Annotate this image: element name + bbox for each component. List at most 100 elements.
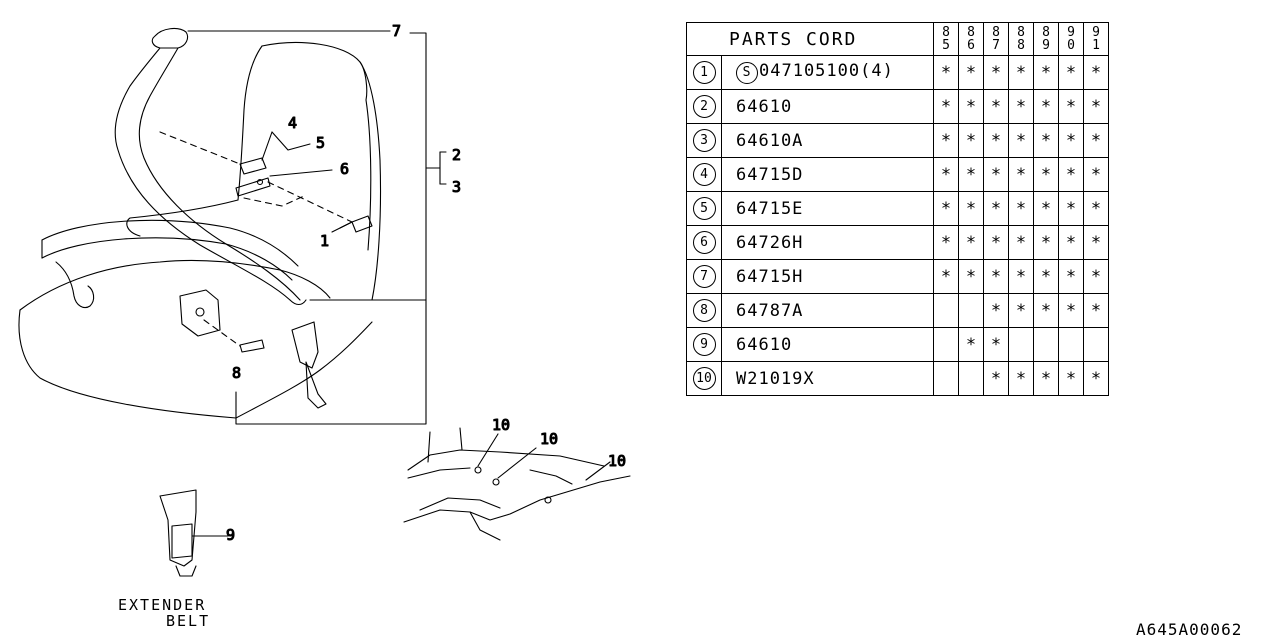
- year-digit: 9: [1067, 25, 1075, 40]
- applicability-mark: *: [1033, 123, 1059, 158]
- applicability-mark: *: [983, 293, 1009, 328]
- applicability-mark: *: [1058, 293, 1084, 328]
- year-digit: 8: [1017, 25, 1025, 40]
- part-number-cell: W21019X: [721, 361, 934, 396]
- applicability-mark: *: [1083, 89, 1109, 124]
- applicability-mark: [933, 293, 959, 328]
- applicability-mark: [1033, 327, 1059, 362]
- applicability-mark: *: [958, 225, 984, 260]
- year-digit: 0: [1067, 38, 1075, 53]
- callout-3: 3: [452, 178, 461, 196]
- part-number: 047105100(4): [759, 61, 894, 81]
- applicability-mark: [933, 361, 959, 396]
- caption-line-2: BELT: [166, 612, 211, 630]
- year-digit: 8: [967, 25, 975, 40]
- bracket-parts: [235, 157, 373, 233]
- callout-4: 4: [288, 114, 297, 132]
- callout-8: 8: [232, 364, 241, 382]
- buckle-assembly: [179, 289, 327, 409]
- part-number: 64715E: [736, 198, 804, 219]
- part-number-cell: 64726H: [721, 225, 934, 260]
- callout-10c: 10: [608, 452, 626, 470]
- applicability-mark: *: [1033, 293, 1059, 328]
- ref-number-cell: 1: [686, 55, 722, 90]
- applicability-mark: *: [933, 191, 959, 226]
- seat-back: [126, 41, 382, 301]
- part-number: 64610A: [736, 130, 804, 151]
- ref-number-cell: 10: [686, 361, 722, 396]
- ref-number-cell: 6: [686, 225, 722, 260]
- applicability-mark: *: [1083, 55, 1109, 90]
- standard-part-mark: S: [736, 62, 758, 84]
- applicability-mark: *: [1008, 191, 1034, 226]
- applicability-mark: *: [1058, 259, 1084, 294]
- callout-5: 5: [316, 134, 325, 152]
- ref-number: 1: [692, 61, 716, 84]
- applicability-mark: *: [1058, 157, 1084, 192]
- year-digit: 8: [992, 25, 1000, 40]
- applicability-mark: *: [958, 327, 984, 362]
- callout-leaders: [261, 131, 353, 233]
- year-digit: 8: [942, 25, 950, 40]
- applicability-mark: *: [933, 225, 959, 260]
- applicability-mark: *: [983, 361, 1009, 396]
- applicability-mark: [958, 293, 984, 328]
- callout-7: 7: [392, 22, 401, 40]
- seat-belt-exploded-diagram: 7 2 3 4 5 6 1 8 9 10 10 10: [18, 21, 631, 577]
- applicability-mark: *: [983, 225, 1009, 260]
- applicability-mark: *: [933, 89, 959, 124]
- applicability-mark: *: [1008, 157, 1034, 192]
- ref-number: 9: [692, 333, 716, 356]
- lap-belt: [41, 219, 299, 309]
- year-digit: 8: [1042, 25, 1050, 40]
- applicability-mark: *: [933, 157, 959, 192]
- applicability-mark: *: [983, 89, 1009, 124]
- part-number: W21019X: [736, 368, 815, 389]
- applicability-mark: [1058, 327, 1084, 362]
- applicability-mark: *: [1033, 191, 1059, 226]
- applicability-mark: *: [1083, 157, 1109, 192]
- applicability-mark: *: [983, 259, 1009, 294]
- applicability-mark: *: [958, 259, 984, 294]
- applicability-mark: *: [958, 157, 984, 192]
- ref-number-cell: 7: [686, 259, 722, 294]
- ref-number: 6: [692, 231, 716, 254]
- applicability-mark: *: [933, 259, 959, 294]
- applicability-mark: [1008, 327, 1034, 362]
- part-number-cell: 64610A: [721, 123, 934, 158]
- applicability-mark: *: [1083, 225, 1109, 260]
- part-number-cell: 64715D: [721, 157, 934, 192]
- applicability-mark: *: [1008, 123, 1034, 158]
- applicability-mark: *: [1008, 225, 1034, 260]
- applicability-mark: *: [933, 123, 959, 158]
- applicability-mark: *: [983, 191, 1009, 226]
- applicability-mark: *: [1033, 361, 1059, 396]
- part-number-cell: 64610: [721, 327, 934, 362]
- callout-10a: 10: [492, 416, 510, 434]
- applicability-mark: *: [958, 89, 984, 124]
- callout-6: 6: [340, 160, 349, 178]
- applicability-mark: *: [983, 327, 1009, 362]
- extender-belt-illustration: [159, 489, 229, 577]
- ref-number: 5: [692, 197, 716, 220]
- dashed-leaders: [159, 131, 353, 347]
- applicability-mark: *: [1033, 89, 1059, 124]
- applicability-mark: *: [1008, 361, 1034, 396]
- applicability-mark: *: [1058, 123, 1084, 158]
- part-number-cell: 64715H: [721, 259, 934, 294]
- part-number-cell: 64610: [721, 89, 934, 124]
- applicability-mark: *: [1083, 123, 1109, 158]
